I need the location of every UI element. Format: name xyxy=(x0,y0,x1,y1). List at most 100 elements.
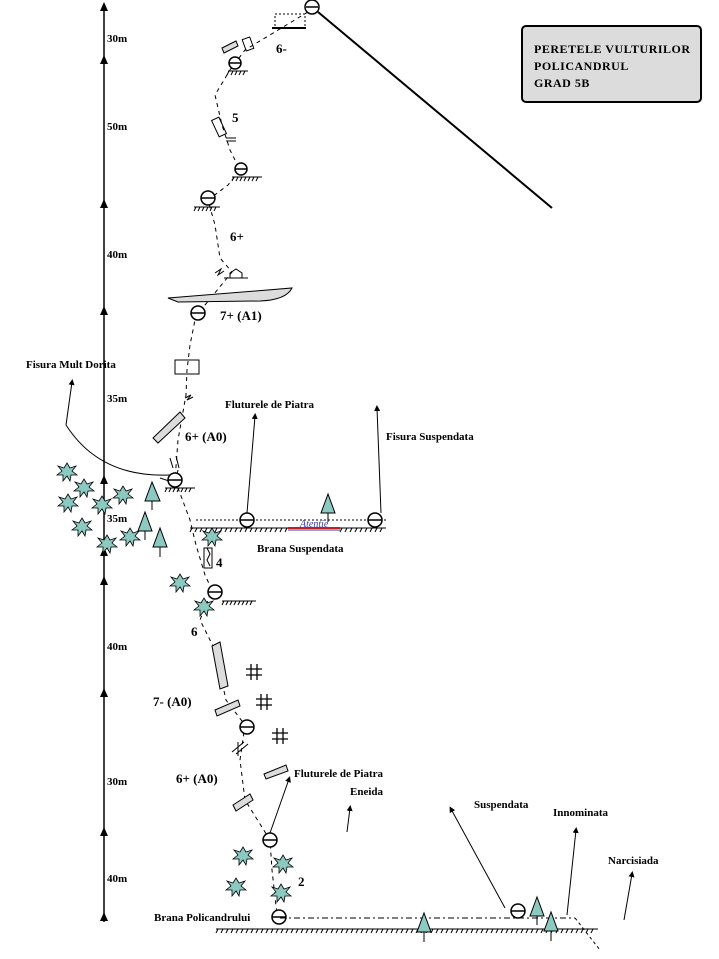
flake xyxy=(263,764,289,780)
crack-grid-icons xyxy=(246,664,288,744)
arrow-narcisiada xyxy=(623,871,635,921)
route-arrows xyxy=(65,379,635,921)
bolt-icon xyxy=(239,512,255,528)
hut-icon xyxy=(229,268,243,278)
bolt-icon xyxy=(200,190,216,206)
arrow-fisura-suspendata xyxy=(374,405,382,514)
ledge xyxy=(193,206,220,212)
flake xyxy=(211,641,229,690)
bush-icon xyxy=(231,846,255,867)
grade-6plus: 6+ xyxy=(230,229,244,244)
fisura-curve xyxy=(65,424,171,476)
ledge xyxy=(221,600,256,606)
label-fluturele-upper: Fluturele de Piatra xyxy=(225,399,314,411)
arrow-innominata xyxy=(566,827,579,916)
label-fluturele-lower: Fluturele de Piatra xyxy=(294,768,383,780)
label-eneida: Eneida xyxy=(350,786,384,798)
scale-label-35m-2: 35m xyxy=(107,513,127,525)
roof-overhang xyxy=(167,287,293,303)
grade-2: 2 xyxy=(298,874,305,889)
descent-ridge-line xyxy=(317,11,553,209)
bolt-icon xyxy=(510,903,526,919)
arrow-fisura-mult-dorita xyxy=(65,379,75,426)
bush-icon xyxy=(192,597,216,618)
hash-icon xyxy=(256,694,272,710)
crack-icon xyxy=(214,267,225,277)
ledges xyxy=(164,70,598,934)
piton-icon xyxy=(203,547,213,569)
grade-7minus-a0: 7- (A0) xyxy=(153,694,192,709)
bush-icon xyxy=(56,493,80,514)
tree-icon xyxy=(137,510,153,540)
bolt-icon xyxy=(190,305,206,321)
grade-5: 5 xyxy=(232,110,239,125)
bolt-icon xyxy=(367,512,383,528)
grade-7plus-a1: 7+ (A1) xyxy=(220,308,262,323)
tree-icon xyxy=(543,910,559,941)
bolt-icon xyxy=(262,832,278,848)
scale-label-30m-2: 30m xyxy=(107,776,127,788)
bolts xyxy=(167,56,526,925)
tree-icon xyxy=(416,911,432,942)
grade-6minus: 6- xyxy=(276,41,287,56)
arrow-suspendata xyxy=(449,806,506,909)
bolt-icon xyxy=(239,719,255,735)
scale-label-40m-3: 40m xyxy=(107,873,127,885)
scale-label-30m: 30m xyxy=(107,33,127,45)
scale-label-35m: 35m xyxy=(107,393,127,405)
bolt-icon xyxy=(228,56,242,70)
label-suspendata: Suspendata xyxy=(474,799,529,811)
arrow-fluturele-lower xyxy=(269,776,291,834)
bush-icon xyxy=(168,573,192,594)
bolt-icon xyxy=(234,162,248,176)
bush-icon xyxy=(72,478,96,499)
grade-6: 6 xyxy=(191,624,198,639)
tree-icon xyxy=(529,895,545,925)
scale-label-40m: 40m xyxy=(107,249,127,261)
bush-icon xyxy=(118,527,142,548)
grade-4: 4 xyxy=(216,555,223,570)
label-narcisiada: Narcisiada xyxy=(608,855,659,867)
bush-icon xyxy=(95,534,119,555)
hash-icon xyxy=(272,728,288,744)
scale-label-40m-2: 40m xyxy=(107,641,127,653)
bushes xyxy=(55,462,295,904)
trees xyxy=(137,480,559,942)
bush-icon xyxy=(269,883,293,904)
scale-label-50m: 50m xyxy=(107,121,127,133)
piton-icon xyxy=(241,36,255,52)
bolt-icon xyxy=(167,472,183,488)
bush-icon xyxy=(224,877,248,898)
bush-icon xyxy=(200,527,224,548)
bolt-icon xyxy=(207,584,223,600)
route-title-box: PERETELE VULTURILOR POLICANDRUL GRAD 5B xyxy=(521,25,702,103)
arrow-fluturele-upper xyxy=(246,413,258,514)
hash-icon xyxy=(246,664,262,680)
ledge xyxy=(164,487,195,493)
label-fisura-suspendata: Fisura Suspendata xyxy=(386,431,474,443)
grade-6plus-a0: 6+ (A0) xyxy=(185,429,227,444)
flake xyxy=(232,793,254,812)
flake xyxy=(152,411,186,444)
label-brana-suspendata: Brana Suspendata xyxy=(257,543,344,555)
label-fisura-mult-dorita: Fisura Mult Dorita xyxy=(26,359,116,371)
scale-ticks xyxy=(100,2,108,921)
height-scale: 30m 50m 40m 35m 35m 40m 30m 40m xyxy=(100,2,127,922)
grade-6plus-a0-lower: 6+ (A0) xyxy=(176,771,218,786)
bush-icon xyxy=(271,854,295,875)
pitons xyxy=(174,36,255,569)
bush-icon xyxy=(55,462,79,483)
arrow-eneida xyxy=(346,805,353,833)
bolt-icon xyxy=(271,909,287,925)
route-line xyxy=(174,11,309,916)
ledge xyxy=(231,176,262,182)
tree-icon xyxy=(144,480,161,510)
piton-icon xyxy=(174,359,200,375)
ledge-bottom xyxy=(215,928,598,934)
ledge xyxy=(226,70,248,76)
bush-icon xyxy=(111,485,135,506)
bush-icon xyxy=(90,495,114,516)
top-belay-station xyxy=(272,0,320,29)
label-atentie: Atentie xyxy=(299,519,329,530)
